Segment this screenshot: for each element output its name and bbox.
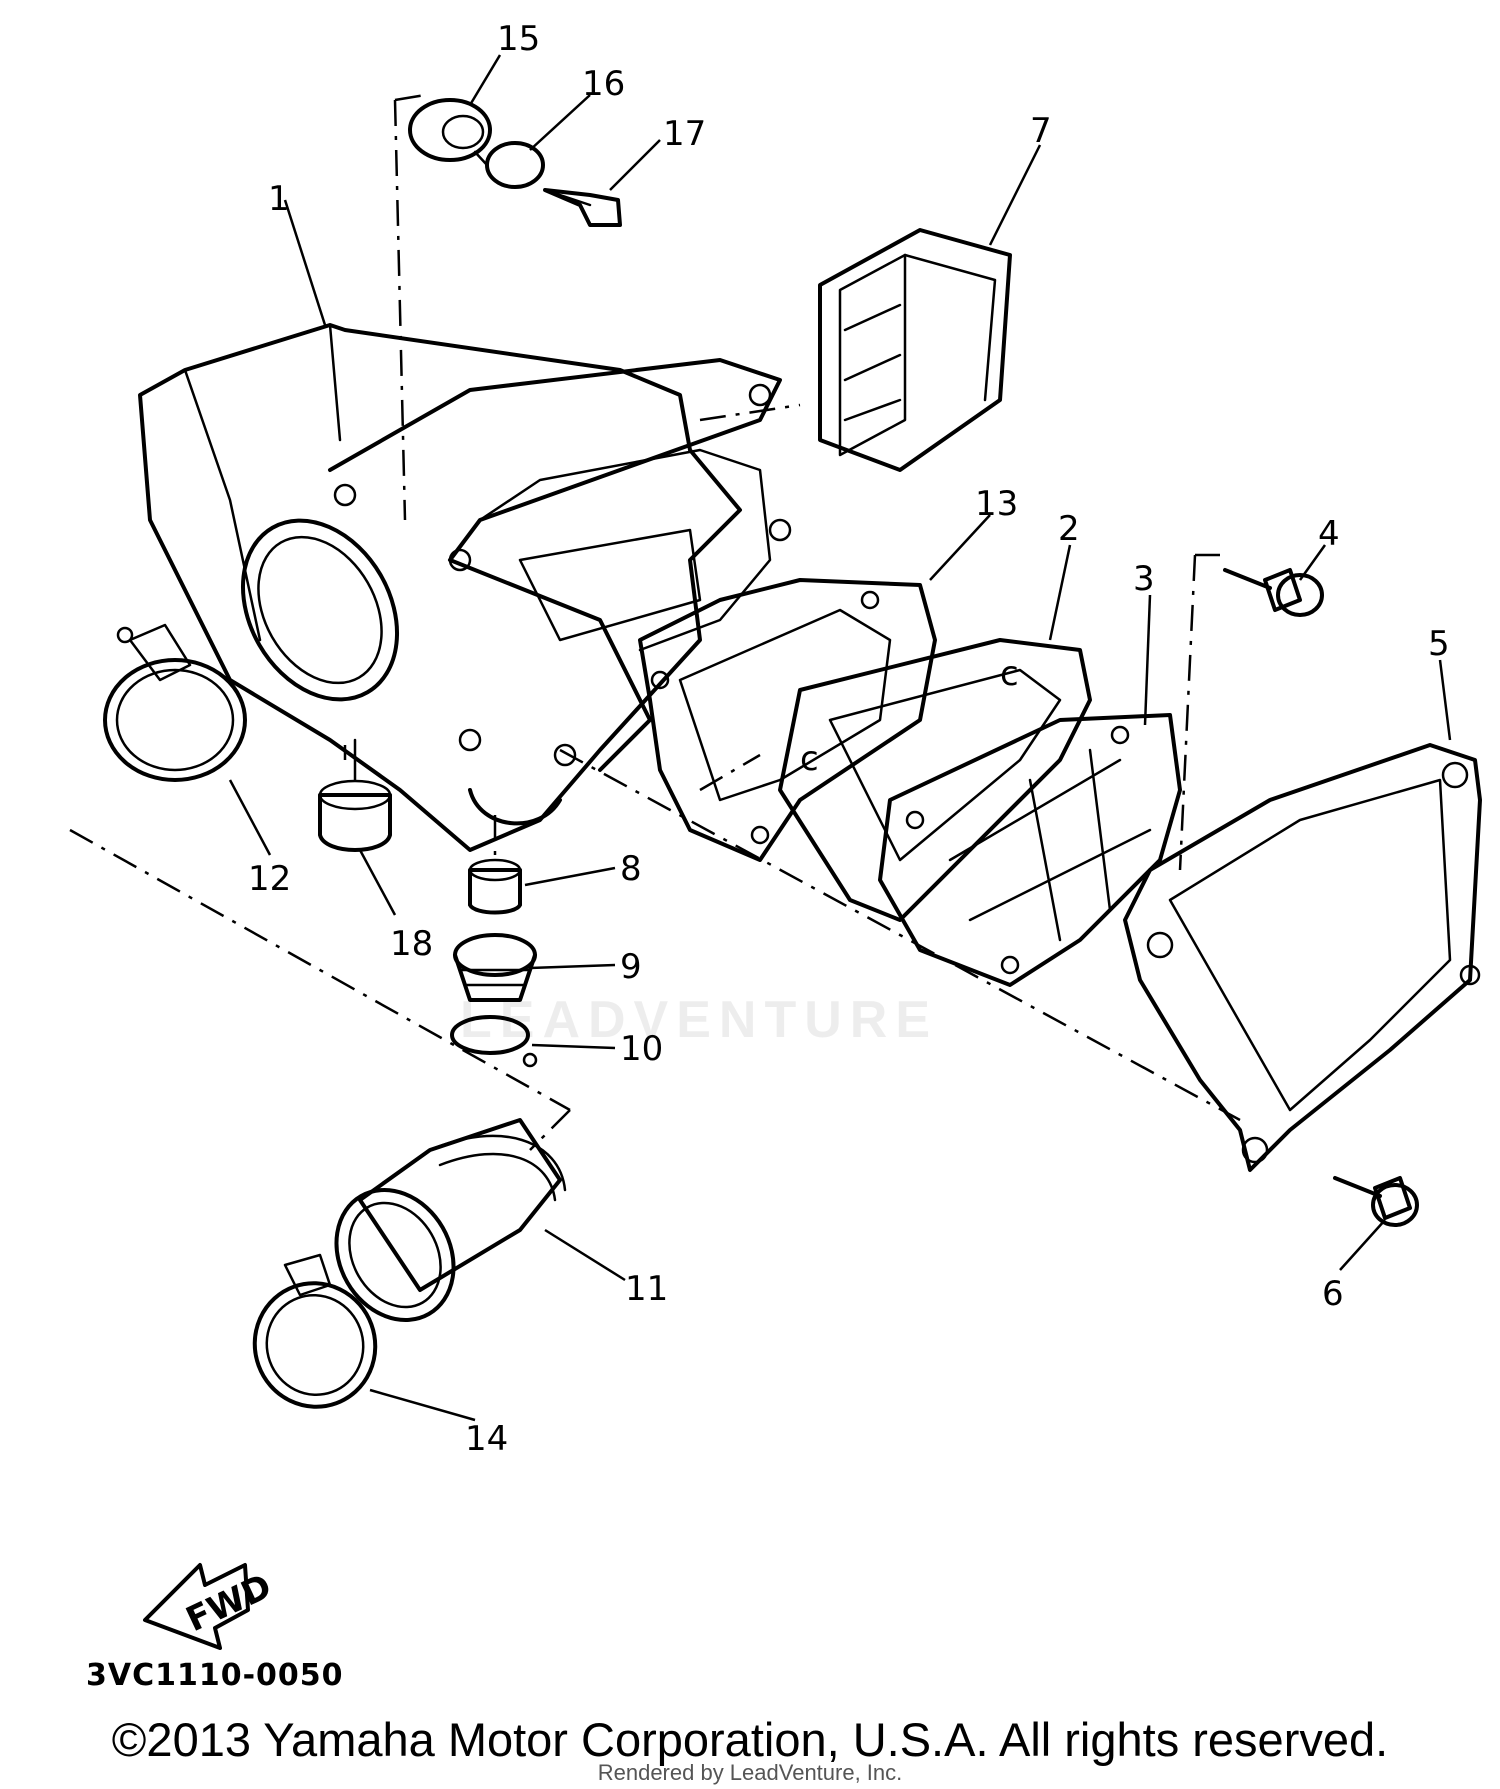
rendered-by-notice: Rendered by LeadVenture, Inc.: [597, 1760, 903, 1785]
hose-clamp-12: [103, 623, 247, 782]
callout-15: 15: [497, 19, 540, 59]
diagram-code: 3VC1110-0050: [86, 1658, 344, 1693]
callout-4: 4: [1318, 514, 1340, 554]
callout-6: 6: [1322, 1274, 1344, 1314]
callout-13: 13: [975, 484, 1018, 524]
plug-9: [453, 933, 537, 1002]
callout-leaders: [228, 54, 1452, 1422]
bolt-17: [543, 188, 622, 227]
air-filter-element: [818, 228, 1012, 472]
air-box-cover: [1123, 743, 1482, 1172]
svg-text:c: c: [800, 739, 819, 779]
copyright-notice: ©2013 Yamaha Motor Corporation, U.S.A. A…: [111, 1713, 1389, 1766]
exploded-parts-diagram: c c: [69, 19, 1482, 1650]
callout-16: 16: [582, 64, 625, 104]
callout-3: 3: [1133, 559, 1155, 599]
collar-16: [473, 141, 545, 189]
damper-18: [318, 738, 392, 852]
fwd-arrow: FWD: [143, 1563, 278, 1650]
svg-text:c: c: [1000, 654, 1019, 694]
bolt-4: [1223, 568, 1324, 617]
carburetor-joint-11: [334, 1118, 567, 1322]
callout-labels: 1 2 3 4 5 6 7 8 9 10 11 12 13 14 15 16 1…: [248, 19, 1450, 1459]
watermark: LEADVENTURE: [460, 991, 939, 1049]
fwd-label: FWD: [180, 1566, 278, 1640]
clip-10: [450, 1015, 538, 1068]
gasket-3: [878, 713, 1182, 987]
callout-10: 10: [620, 1029, 663, 1069]
callout-17: 17: [663, 114, 706, 154]
grommet-15: [408, 98, 492, 162]
cap-8: [468, 858, 522, 915]
callout-7: 7: [1030, 111, 1052, 151]
callout-2: 2: [1058, 509, 1080, 549]
callout-9: 9: [620, 947, 642, 987]
assembly-lines: [69, 93, 1241, 1151]
callout-11: 11: [625, 1269, 668, 1309]
gasket-13: [638, 578, 937, 862]
hose-clamp-14: [252, 1253, 378, 1409]
callout-14: 14: [465, 1419, 508, 1459]
bolt-6: [1333, 1176, 1419, 1227]
callout-18: 18: [390, 924, 433, 964]
callout-8: 8: [620, 849, 642, 889]
callout-1: 1: [268, 179, 290, 219]
callout-5: 5: [1428, 624, 1450, 664]
air-box-housing: [138, 323, 792, 852]
callout-12: 12: [248, 859, 291, 899]
